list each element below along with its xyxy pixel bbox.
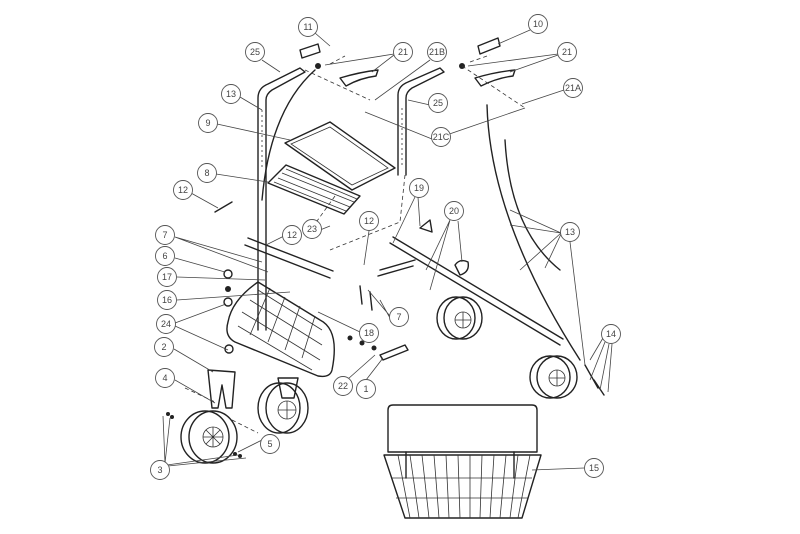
- callout-7: 7: [389, 307, 409, 327]
- svg-text:14: 14: [606, 329, 616, 339]
- front-left-wheel: [180, 410, 238, 464]
- callout-3: 3: [150, 460, 170, 480]
- walker-drawing: [166, 37, 605, 519]
- svg-text:2: 2: [161, 342, 166, 352]
- svg-text:12: 12: [287, 230, 297, 240]
- fork: [207, 369, 236, 409]
- svg-text:1: 1: [363, 384, 368, 394]
- svg-text:20: 20: [449, 206, 459, 216]
- callout-20: 20: [444, 201, 464, 221]
- svg-text:10: 10: [533, 19, 543, 29]
- svg-text:13: 13: [226, 89, 236, 99]
- callout-10: 10: [528, 14, 548, 34]
- leader-lines: [162, 29, 613, 471]
- svg-text:23: 23: [307, 224, 317, 234]
- callout-23: 23: [302, 219, 322, 239]
- svg-text:5: 5: [267, 439, 272, 449]
- callouts: 11 25 21 21B 10 21 21A 13 25 9 21C 8 19 …: [150, 14, 621, 480]
- rear-right-wheel: [529, 355, 578, 399]
- svg-text:12: 12: [364, 216, 374, 226]
- svg-text:21B: 21B: [429, 47, 445, 57]
- callout-6: 6: [155, 246, 175, 266]
- svg-text:21C: 21C: [433, 132, 450, 142]
- callout-17: 17: [157, 267, 177, 287]
- callout-18: 18: [359, 323, 379, 343]
- right-frame-tube: [397, 67, 445, 176]
- callout-21: 21: [393, 42, 413, 62]
- callout-2: 2: [154, 337, 174, 357]
- svg-text:18: 18: [364, 328, 374, 338]
- seat: [226, 281, 335, 378]
- left-frame-tube: [257, 67, 306, 331]
- callout-13: 13: [560, 222, 580, 242]
- callout-21: 21: [557, 42, 577, 62]
- callout-12: 12: [173, 180, 193, 200]
- svg-text:21: 21: [562, 47, 572, 57]
- callout-22: 22: [333, 376, 353, 396]
- svg-text:21A: 21A: [565, 83, 581, 93]
- callout-7: 7: [155, 225, 175, 245]
- callout-12: 12: [359, 211, 379, 231]
- callout-25: 25: [428, 93, 448, 113]
- svg-text:25: 25: [433, 98, 443, 108]
- svg-text:25: 25: [250, 47, 260, 57]
- svg-text:7: 7: [396, 312, 401, 322]
- front-right-wheel: [257, 377, 309, 434]
- tray: [284, 121, 396, 191]
- svg-text:24: 24: [161, 319, 171, 329]
- callout-1: 1: [356, 379, 376, 399]
- basket: [383, 404, 542, 519]
- svg-text:7: 7: [162, 230, 167, 240]
- seat-tray: [267, 164, 361, 215]
- callout-9: 9: [198, 113, 218, 133]
- right-brake-lever: [474, 69, 516, 87]
- callout-4: 4: [155, 368, 175, 388]
- callout-8: 8: [197, 163, 217, 183]
- callout-12: 12: [282, 225, 302, 245]
- svg-text:21: 21: [398, 47, 408, 57]
- rear-left-wheel: [436, 296, 483, 340]
- callout-19: 19: [409, 178, 429, 198]
- svg-text:8: 8: [204, 168, 209, 178]
- callout-21b: 21B: [427, 42, 447, 62]
- svg-text:16: 16: [162, 295, 172, 305]
- left-brake-cable: [261, 69, 316, 201]
- svg-text:22: 22: [338, 381, 348, 391]
- svg-text:13: 13: [565, 227, 575, 237]
- callout-21c: 21C: [431, 127, 451, 147]
- callout-16: 16: [157, 290, 177, 310]
- right-brake-cable: [486, 104, 581, 361]
- svg-text:9: 9: [205, 118, 210, 128]
- callout-24: 24: [156, 314, 176, 334]
- svg-text:15: 15: [589, 463, 599, 473]
- callout-14: 14: [601, 324, 621, 344]
- svg-text:11: 11: [303, 22, 312, 32]
- crossbar: [244, 237, 334, 279]
- svg-text:4: 4: [162, 373, 167, 383]
- callout-21a: 21A: [563, 78, 583, 98]
- svg-text:12: 12: [178, 185, 188, 195]
- callout-15: 15: [584, 458, 604, 478]
- svg-text:17: 17: [162, 272, 172, 282]
- callout-25: 25: [245, 42, 265, 62]
- callout-5: 5: [260, 434, 280, 454]
- callout-13: 13: [221, 84, 241, 104]
- svg-text:6: 6: [162, 251, 167, 261]
- svg-text:3: 3: [157, 465, 162, 475]
- svg-text:19: 19: [414, 183, 424, 193]
- left-brake-lever: [339, 69, 379, 87]
- callout-11: 11: [298, 17, 318, 37]
- side-frame: [389, 236, 564, 346]
